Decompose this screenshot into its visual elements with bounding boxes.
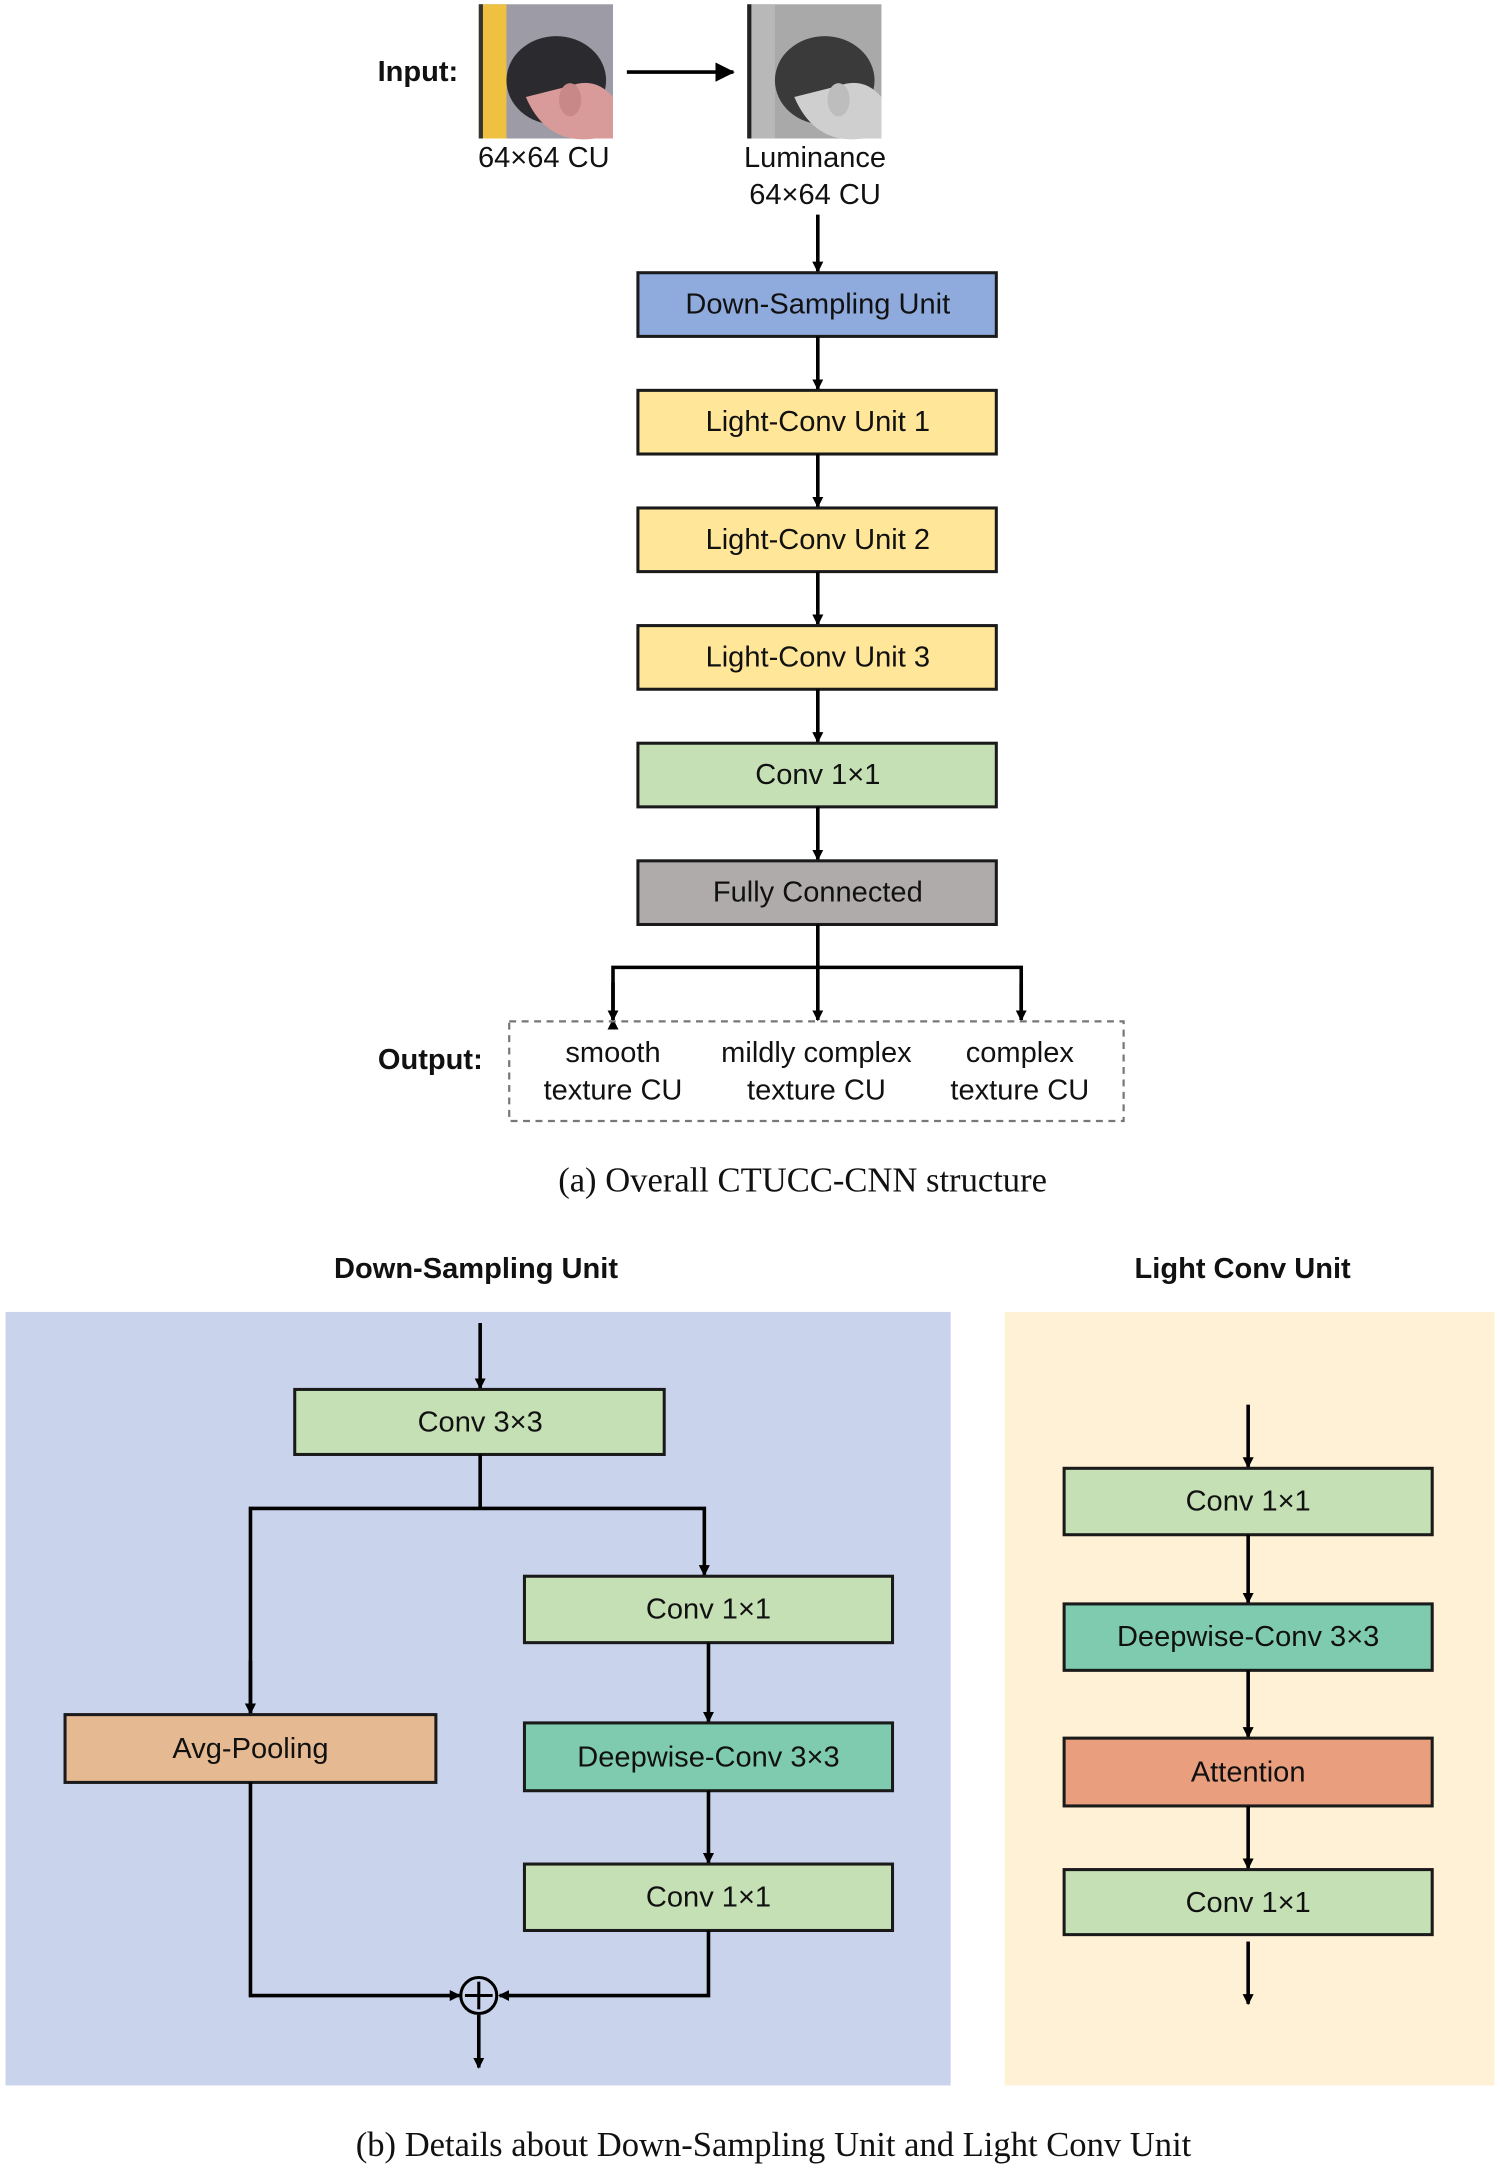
light-conv-unit-title: Light Conv Unit xyxy=(1135,1253,1352,1285)
caption-a: (a) Overall CTUCC-CNN structure xyxy=(558,1161,1047,1199)
lc-conv-1x1-b-block xyxy=(1062,1868,1434,1937)
luminance-cu-image xyxy=(747,4,882,140)
input-label: Input: xyxy=(378,56,459,88)
luminance-caption: Luminance xyxy=(744,142,886,174)
lc-attention-block xyxy=(1062,1736,1434,1808)
ds-avg-pooling-block xyxy=(63,1713,438,1784)
luminance-size-caption: 64×64 CU xyxy=(749,179,881,211)
ds-avg-pooling-label: Avg-Pooling xyxy=(172,1733,328,1765)
lc-conv-1x1-a-label: Conv 1×1 xyxy=(1186,1486,1311,1518)
ds-conv-3x3-block xyxy=(293,1387,666,1456)
fully-connected-label: Fully Connected xyxy=(713,877,923,909)
lc-conv-1x1-b-label: Conv 1×1 xyxy=(1186,1887,1311,1919)
lc-attention-label: Attention xyxy=(1191,1757,1306,1789)
output-complex-line1: complex xyxy=(966,1037,1075,1069)
ds-conv-1x1-a-label: Conv 1×1 xyxy=(646,1593,771,1625)
light-conv-unit-3-block xyxy=(636,624,998,691)
down-sampling-unit-label: Down-Sampling Unit xyxy=(685,289,950,321)
input-cu-image xyxy=(478,4,614,140)
output-label: Output: xyxy=(378,1044,483,1076)
caption-b: (b) Details about Down-Sampling Unit and… xyxy=(356,2126,1192,2164)
ds-conv-1x1-b-block xyxy=(522,1862,895,1933)
down-sampling-unit-title: Down-Sampling Unit xyxy=(334,1253,618,1285)
light-conv-unit-2-label: Light-Conv Unit 2 xyxy=(706,524,930,556)
output-smooth-line1: smooth xyxy=(565,1037,660,1069)
output-complex-line2: texture CU xyxy=(950,1075,1089,1107)
input-caption: 64×64 CU xyxy=(478,142,610,174)
light-conv-unit-3-label: Light-Conv Unit 3 xyxy=(706,641,930,673)
light-conv-unit-2-block xyxy=(636,506,998,574)
output-smooth-line2: texture CU xyxy=(544,1075,683,1107)
ds-split-lines xyxy=(244,1454,710,1715)
conv-1x1-label: Conv 1×1 xyxy=(755,759,880,791)
output-classes-box xyxy=(508,1020,1125,1123)
ds-deepwise-conv-block xyxy=(522,1721,895,1793)
output-mildly-complex-line2: texture CU xyxy=(747,1075,886,1107)
ds-conv-1x1-b-label: Conv 1×1 xyxy=(646,1881,771,1913)
ds-merge-lines xyxy=(248,1782,711,2069)
ds-conv-3x3-label: Conv 3×3 xyxy=(418,1407,543,1439)
ds-conv-1x1-a-block xyxy=(522,1574,895,1645)
output-mildly-complex-line1: mildly complex xyxy=(721,1037,912,1069)
lc-conv-1x1-a-block xyxy=(1062,1466,1434,1537)
lc-deepwise-conv-block xyxy=(1062,1602,1434,1672)
element-wise-add-icon xyxy=(459,1976,499,2016)
light-conv-unit-1-label: Light-Conv Unit 1 xyxy=(706,406,930,438)
fully-connected-block xyxy=(636,859,998,927)
conv-1x1-block xyxy=(636,741,998,809)
lc-deepwise-conv-label: Deepwise-Conv 3×3 xyxy=(1117,1621,1379,1653)
ds-deepwise-conv-label: Deepwise-Conv 3×3 xyxy=(577,1742,839,1774)
light-conv-unit-1-block xyxy=(636,388,998,456)
output-branch-arrows xyxy=(607,924,1027,1030)
